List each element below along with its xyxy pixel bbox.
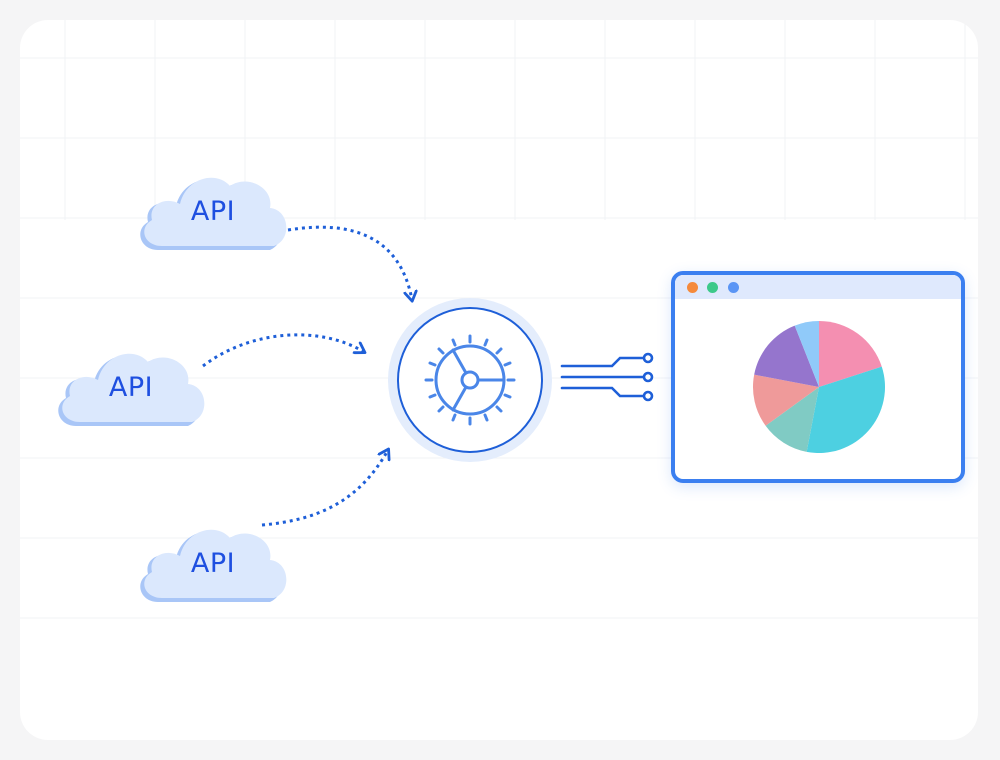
api-label: API (190, 196, 236, 227)
window-dot-orange (687, 282, 698, 293)
cloud-icon (140, 529, 287, 602)
arrow-middle (202, 333, 364, 368)
arrow-top (287, 225, 412, 300)
circuit-connector (560, 352, 654, 402)
window-dot-green (707, 282, 718, 293)
api-label: API (190, 548, 236, 579)
window-dot-blue (728, 282, 739, 293)
api-cloud: API (128, 504, 298, 614)
cloud-icon (140, 177, 287, 250)
pie-slice (806, 366, 885, 453)
pie-chart-icon (753, 321, 885, 453)
arrow-bottom (261, 450, 388, 527)
pie-slice (765, 387, 819, 452)
api-label: API (108, 372, 154, 403)
dashboard-window (671, 271, 965, 483)
connectors-layer (202, 225, 654, 527)
pie-slice (754, 325, 819, 387)
api-cloud: API (128, 152, 298, 262)
window-title-bar (675, 275, 961, 299)
diagram-canvas: API API API (20, 20, 978, 740)
pie-slice (753, 374, 819, 426)
api-cloud: API (46, 328, 216, 438)
pie-slice (819, 321, 882, 387)
processor-node (388, 298, 552, 462)
pie-slice (794, 321, 819, 387)
gear-icon (424, 334, 516, 426)
cloud-icon (58, 353, 205, 426)
